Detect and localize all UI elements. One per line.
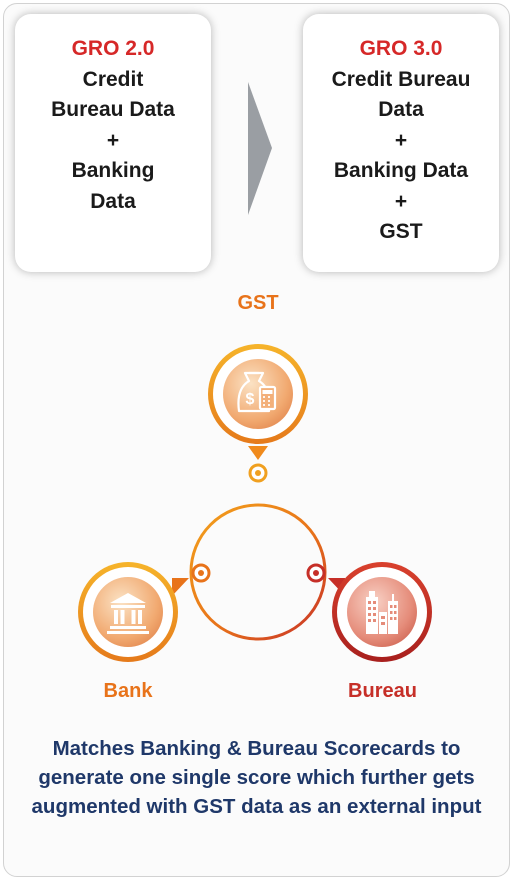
description-text: Matches Banking & Bureau Scorecards to g…: [31, 737, 482, 818]
gro-2-line: Bureau Data: [51, 98, 175, 121]
gro-3-line: Data: [378, 98, 424, 121]
gro-2-line: Credit: [82, 67, 144, 91]
svg-text:$: $: [246, 391, 255, 408]
ring-node-right: [306, 563, 326, 583]
cycle-ring: [189, 503, 327, 641]
gro-3-title: GRO 3.0: [359, 37, 443, 60]
transition-arrow: [248, 82, 272, 215]
gro-3-line: GST: [379, 220, 423, 243]
gst-label: GST: [237, 292, 279, 314]
ring-node-left: [191, 563, 211, 583]
ring-node-top: [248, 463, 268, 483]
money-bag-calculator-icon: $: [237, 371, 277, 413]
bureau-label: Bureau: [348, 680, 417, 702]
gst-badge: $: [208, 344, 308, 460]
gro-2-line: Data: [90, 189, 136, 213]
gro-2-title: GRO 2.0: [71, 37, 155, 60]
bank-building-icon: [107, 593, 149, 634]
bank-label: Bank: [103, 680, 153, 702]
gro-3-line: Banking Data: [333, 159, 469, 182]
gro-2-line: Banking: [71, 159, 155, 182]
gro-3-line: +: [394, 189, 408, 213]
bureau-badge: [328, 562, 432, 662]
gro-3-line: Credit Bureau: [331, 67, 471, 91]
bank-badge: [78, 562, 189, 662]
city-buildings-icon: [366, 591, 398, 634]
gro-2-line: +: [106, 128, 120, 152]
gro-3-line: +: [394, 128, 408, 152]
gro-2-card: GRO 2.0 Credit Bureau Data + Banking Dat…: [15, 14, 211, 272]
gro-3-card: GRO 3.0 Credit Bureau Data + Banking Dat…: [303, 14, 499, 272]
